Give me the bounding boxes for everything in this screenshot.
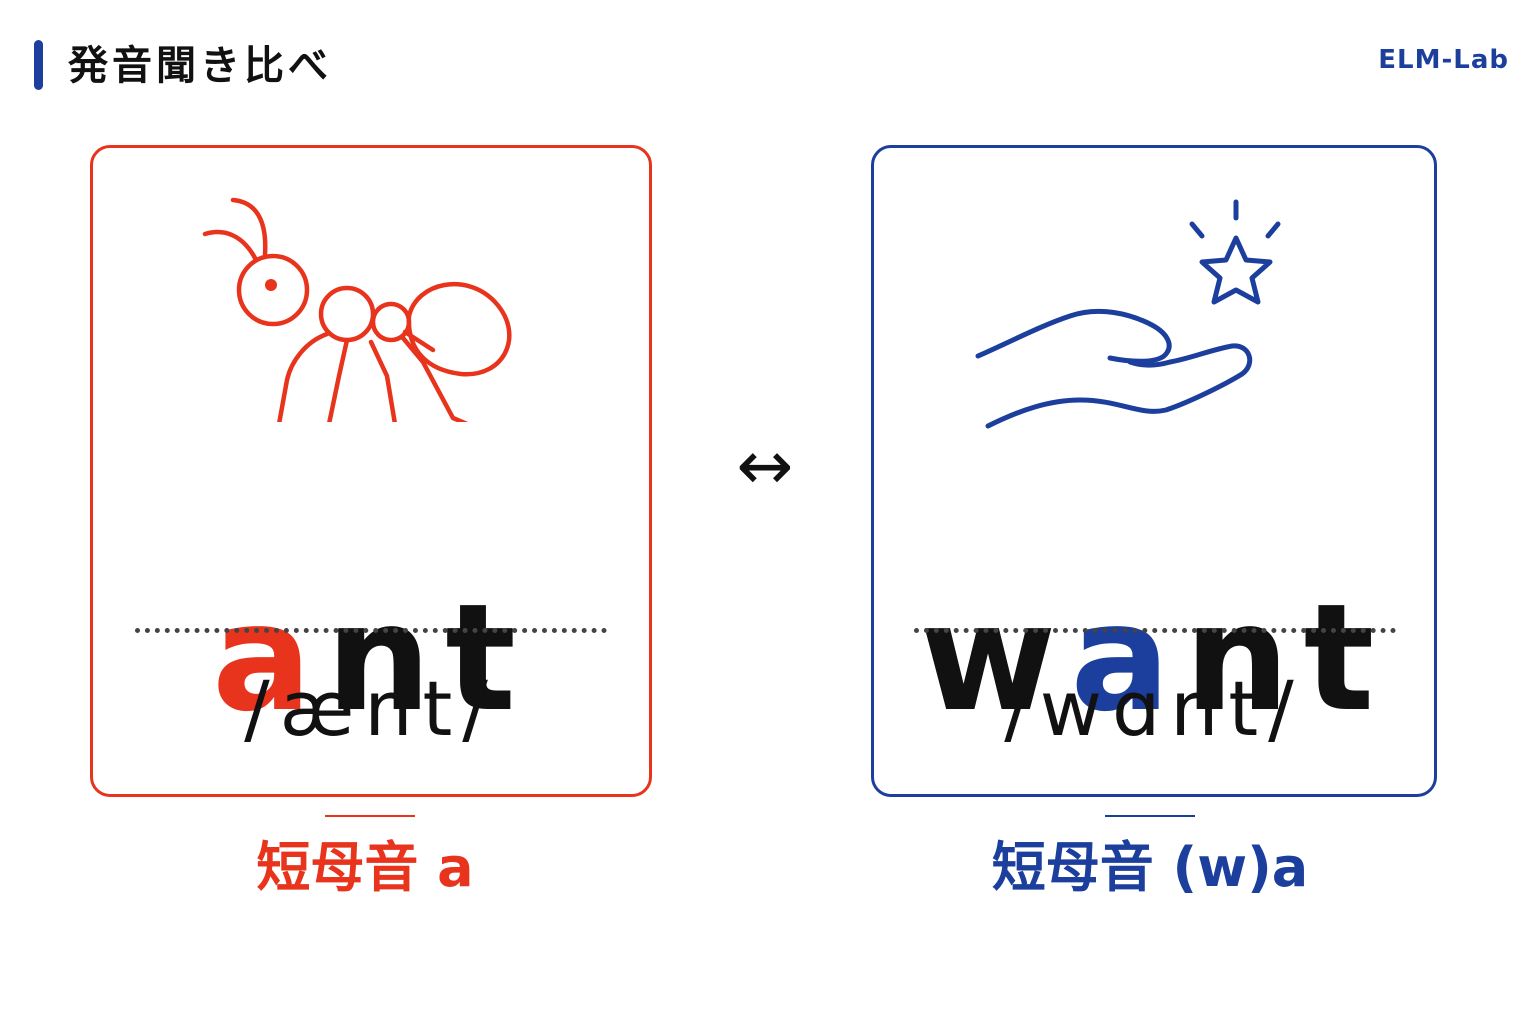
hand-star-icon [975, 199, 1281, 429]
caption-underline-left [325, 815, 415, 817]
word-want-vowel: a [1070, 572, 1185, 744]
compare-arrow-icon: ↔ [736, 427, 794, 506]
word-card-ant: ant /ænt/ [90, 145, 652, 797]
ipa-want: /wɑnt/ [1004, 664, 1304, 753]
ipa-ant: /ænt/ [244, 664, 498, 753]
word-card-want: want /wɑnt/ [871, 145, 1437, 797]
brand-logo-text: ELM-Lab [1378, 45, 1509, 75]
word-ant: ant [93, 578, 649, 738]
title-accent-bar [34, 40, 43, 90]
word-ant-vowel: a [212, 572, 326, 744]
caption-underline-right [1105, 815, 1195, 817]
page-title: 発音聞き比べ [68, 43, 332, 89]
word-want: want [874, 578, 1434, 738]
ant-icon [202, 197, 512, 422]
divider-dotted [914, 628, 1396, 633]
caption-short-vowel-a: 短母音 a [256, 836, 474, 899]
word-ant-rest: nt [325, 572, 530, 744]
word-want-prefix: w [919, 572, 1071, 744]
caption-short-vowel-wa: 短母音 (w)a [991, 836, 1309, 899]
divider-dotted [135, 628, 607, 633]
word-want-rest: nt [1184, 572, 1389, 744]
